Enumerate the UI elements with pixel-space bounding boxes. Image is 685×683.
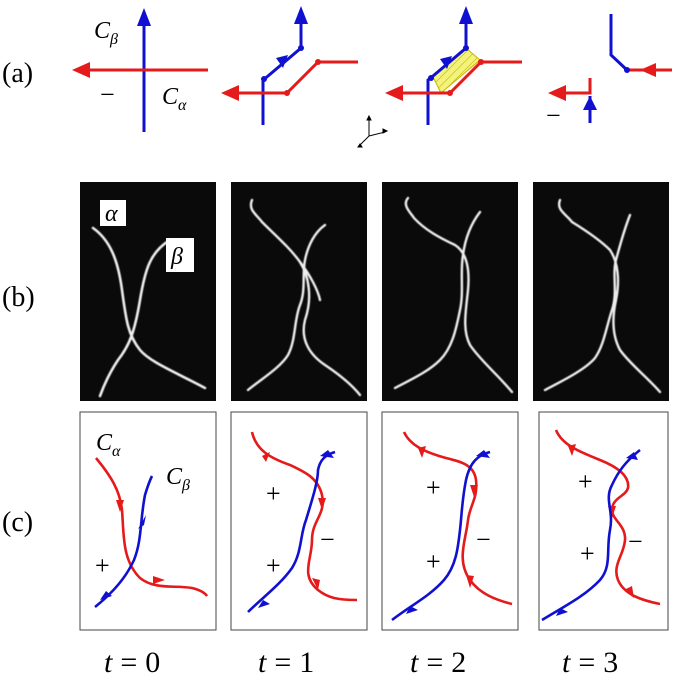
crossing-sign-minus: − bbox=[546, 101, 561, 130]
curve-beta bbox=[261, 18, 303, 125]
arrow-head-alpha bbox=[72, 62, 90, 78]
axes-glyph-icon bbox=[357, 114, 389, 148]
crossing-sign-minus: − bbox=[628, 527, 643, 556]
time-labels: t=0 t=1 t=2 t=3 bbox=[104, 646, 618, 679]
schematic-panel-t0: Cα Cβ + bbox=[79, 411, 217, 631]
time-label-0: t=0 bbox=[104, 646, 160, 679]
schematic-t1 bbox=[221, 6, 358, 125]
curve-beta-upper bbox=[609, 14, 629, 72]
microscopy-image-t2 bbox=[382, 182, 518, 401]
image-label-beta: β bbox=[170, 244, 183, 270]
crossing-sign-plus: + bbox=[580, 539, 595, 568]
crossing-sign-minus: − bbox=[320, 525, 335, 554]
curve-beta bbox=[541, 448, 641, 622]
crossing-sign-plus: + bbox=[426, 547, 441, 576]
curve-alpha bbox=[402, 431, 513, 606]
label-c-beta: Cβ bbox=[94, 18, 118, 48]
curve-alpha bbox=[554, 429, 661, 606]
label-c-alpha: Cα bbox=[96, 430, 121, 460]
row-c-panels: Cα Cβ + + − + + bbox=[79, 411, 669, 631]
schematic-t3: − bbox=[546, 14, 672, 130]
crossing-sign-plus: + bbox=[266, 479, 281, 508]
arrow-mid-beta bbox=[440, 56, 452, 69]
time-label-3: t=3 bbox=[562, 646, 618, 679]
label-c-alpha: Cα bbox=[162, 84, 187, 114]
row-label-a: (a) bbox=[2, 58, 33, 89]
crossing-sign-plus: + bbox=[95, 551, 110, 580]
arrow-alpha-upper bbox=[640, 63, 656, 77]
label-c-beta: Cβ bbox=[166, 464, 190, 494]
schematic-t2 bbox=[385, 6, 522, 125]
arrow-head-beta bbox=[294, 6, 308, 24]
crossing-sign-plus: + bbox=[426, 473, 441, 502]
curve-beta bbox=[94, 475, 154, 609]
schematic-panel-t3: + − + bbox=[538, 411, 669, 631]
curve-beta bbox=[391, 450, 491, 622]
arrow-head-beta bbox=[137, 8, 151, 26]
curve-alpha bbox=[250, 431, 358, 602]
arrow-beta-lower bbox=[583, 96, 597, 110]
schematic-t0: Cβ Cα − bbox=[72, 8, 208, 132]
schematic-panel-t2: + − + bbox=[381, 411, 519, 631]
curve-alpha bbox=[94, 457, 209, 597]
curve-alpha bbox=[236, 60, 358, 95]
image-label-alpha: α bbox=[105, 201, 118, 227]
arrow-alpha-lower bbox=[548, 85, 566, 101]
time-label-2: t=2 bbox=[410, 646, 466, 679]
row-label-b: (b) bbox=[2, 282, 35, 313]
crossing-sign-plus: + bbox=[578, 467, 593, 496]
microscopy-image-t0: α β bbox=[80, 182, 216, 401]
crossing-sign-minus: − bbox=[476, 525, 491, 554]
row-label-c: (c) bbox=[2, 507, 33, 538]
crossing-sign-minus: − bbox=[100, 80, 115, 109]
time-label-1: t=1 bbox=[258, 646, 314, 679]
arrow-mid-beta bbox=[276, 55, 288, 68]
row-a-schematics: Cβ Cα − bbox=[72, 6, 672, 148]
microscopy-image-t3 bbox=[533, 182, 669, 401]
crossing-sign-plus: + bbox=[266, 551, 281, 580]
curve-beta bbox=[247, 450, 336, 613]
arrow-head-alpha bbox=[221, 85, 239, 101]
arrow-head-beta bbox=[459, 6, 473, 24]
curve-alpha-lower bbox=[563, 78, 592, 95]
row-b-images: α β bbox=[80, 182, 669, 401]
arrow-head-alpha bbox=[385, 85, 403, 101]
schematic-panel-t1: + − + bbox=[230, 411, 368, 631]
curve-alpha bbox=[400, 60, 522, 95]
microscopy-image-t1 bbox=[231, 182, 367, 401]
